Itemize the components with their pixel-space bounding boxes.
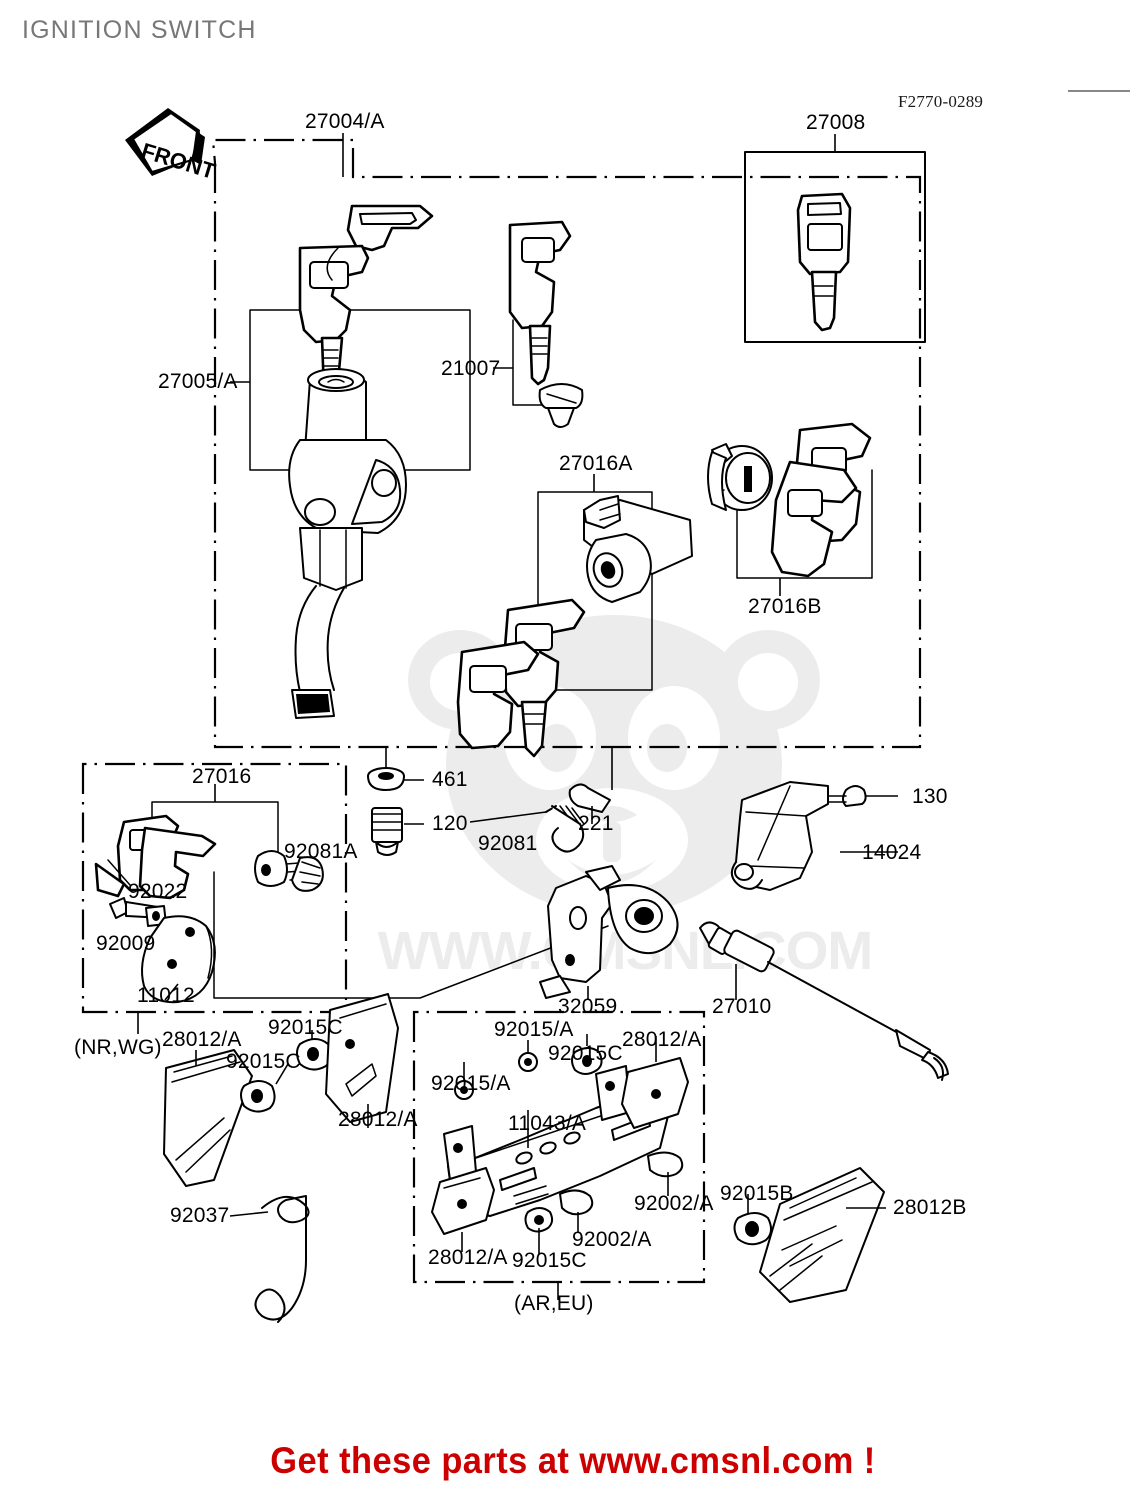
callout-11012: 11012 [137,984,195,1007]
bolt-92002A-right [647,1151,684,1178]
group-box-NRWG [81,762,348,1014]
lock-cylinder-27016B [707,443,773,511]
bolt-92015A-mid [518,1052,538,1072]
callout-28012A-mid: 28012/A [338,1108,418,1131]
reflector-28012A-areu-left [431,1167,495,1235]
callout-92009: 92009 [96,932,156,955]
callout-11043A: 11043/A [508,1112,587,1135]
callout-14024: 14024 [862,841,922,864]
callout-28012A-left: 28012/A [162,1028,242,1051]
key-27016A [456,598,586,758]
reflector-28012A-mid [325,993,399,1123]
callout-92015C-areu-lower: 92015C [512,1249,587,1272]
callout-27005A: 27005/A [158,370,238,393]
key-21007 [508,220,572,386]
key-pair-27005A [298,204,434,400]
screw-221 [568,783,611,813]
callout-28012A-areu-right: 28012/A [622,1028,702,1051]
seat-lock-27016A [583,495,693,603]
callout-221: 221 [578,812,614,835]
callout-27016A: 27016A [559,452,633,475]
screw-21007 [538,383,584,428]
watermark-url-text: WWW.CMSNL.COM [377,921,874,981]
front-arrow-icon: FRONT [125,108,219,184]
callout-27008: 27008 [806,111,866,134]
callout-27016: 27016 [192,765,252,788]
ignition-switch-body [288,368,407,719]
screw-130 [827,785,867,807]
bracket-32059 [539,865,679,999]
group-box-27008 [744,151,926,343]
reflector-28012A-areu-right [621,1057,689,1129]
nut-92015C-upper [296,1038,332,1071]
grommet-461 [367,767,405,791]
top-right-rule [1068,90,1130,92]
callout-92015C-upper: 92015C [268,1016,343,1039]
bracket-27005A [249,309,471,471]
footer-promo-text: Get these parts at www.cmsnl.com ! [270,1440,876,1481]
callout-92081: 92081 [478,832,538,855]
bracket-27016B [736,469,873,579]
callout-28012A-areu-left: 28012/A [428,1246,508,1269]
group-box-27004A [211,138,922,749]
bracket-21007 [512,319,576,406]
bracket-27016A [537,491,653,691]
key-pair-27016B [770,422,872,578]
nut-92015C-areu-lower [524,1207,554,1233]
callout-120: 120 [432,812,468,835]
seat-catch-14024 [730,781,829,891]
callout-130: 130 [912,785,948,808]
bolt-120 [371,807,403,856]
callout-92002A-mid: 92002/A [572,1228,652,1251]
callout-32059: 32059 [558,995,618,1018]
reference-code: F2770-0289 [898,92,984,111]
callout-21007: 21007 [441,357,501,380]
svg-text:FRONT: FRONT [139,138,219,184]
callout-92081A: 92081A [284,840,358,863]
hook-92037 [254,1195,310,1323]
callout-92002A-right: 92002/A [634,1192,714,1215]
nut-92015C-left [240,1080,276,1113]
callout-92037: 92037 [170,1204,230,1227]
callout-27004A: 27004/A [305,110,385,133]
callout-461: 461 [432,768,468,791]
callout-27016B: 27016B [748,595,822,618]
callout-NRWG: (NR,WG) [74,1036,162,1059]
key-27008 [796,192,852,332]
callout-27010: 27010 [712,995,772,1018]
washer-92022 [145,905,167,927]
callout-92015A-left: 92015/A [431,1072,511,1095]
callout-92015B: 92015B [720,1182,794,1205]
callout-AREU: (AR,EU) [514,1292,594,1315]
bracket-27016 [151,801,279,881]
bolt-92002A-mid [559,1189,594,1216]
page-title: IGNITION SWITCH [22,16,257,44]
callout-92015A-mid: 92015/A [494,1018,574,1041]
callout-92022: 92022 [128,880,188,903]
nut-92015B [733,1212,772,1246]
callout-92015C-left: 92015C [226,1050,301,1073]
callout-92015C-areu-upper: 92015C [548,1042,623,1065]
callout-28012B: 28012B [893,1196,967,1219]
